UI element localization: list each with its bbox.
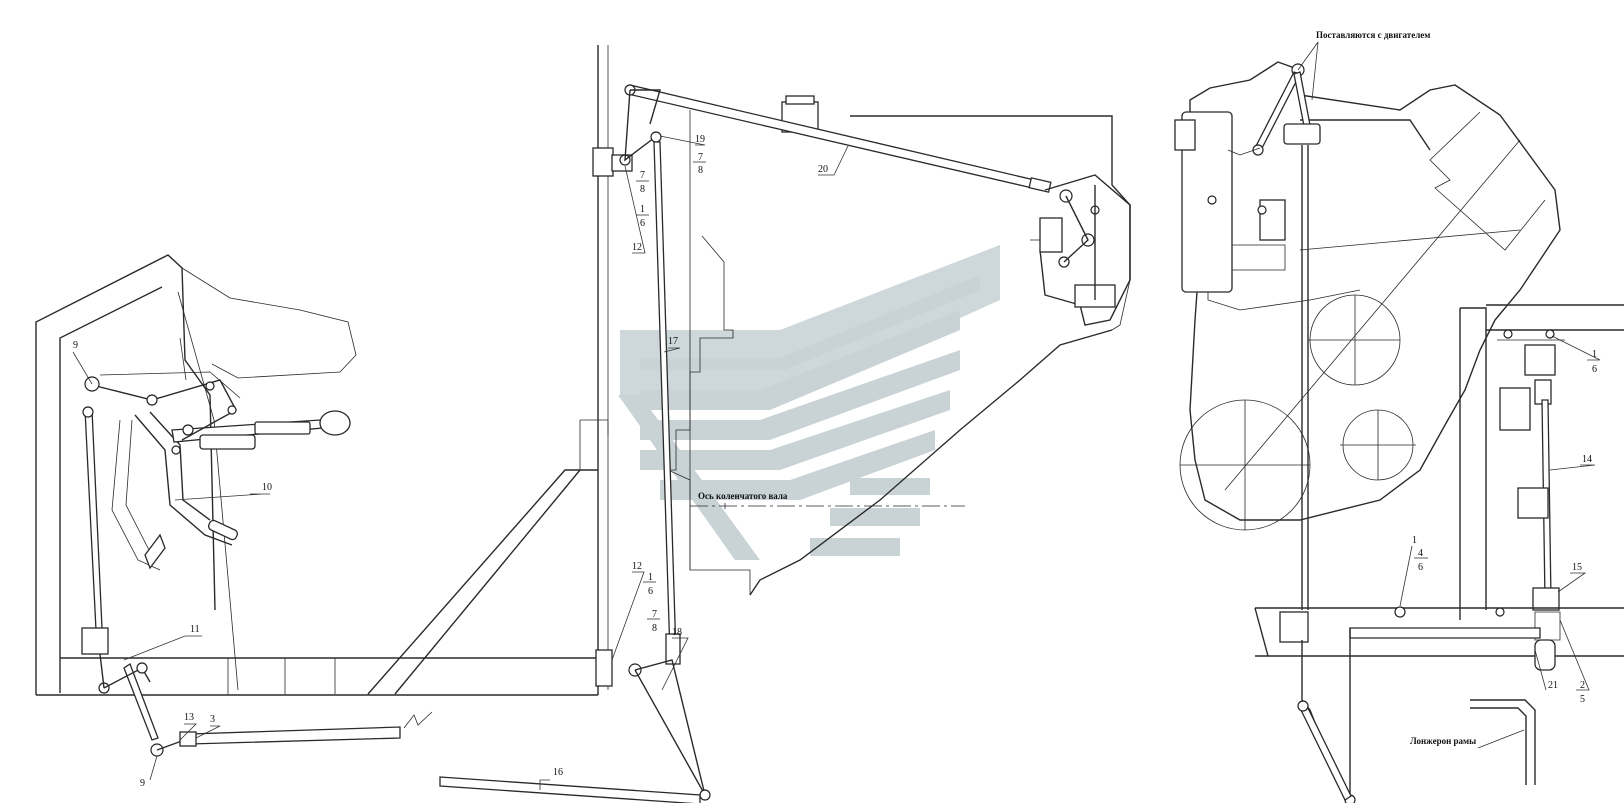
watermark-logo	[618, 245, 1000, 560]
callout-2: 2	[1580, 680, 1585, 691]
callout-11: 11	[190, 624, 200, 635]
callout-19: 19	[695, 134, 705, 145]
callout-1-upper: 1	[640, 204, 645, 215]
callout-8-upper-right: 8	[698, 165, 703, 176]
callout-5: 5	[1580, 694, 1585, 705]
callout-7-upper-left: 7	[640, 170, 645, 181]
callout-6-right: 6	[1592, 364, 1597, 375]
callout-9-top: 9	[73, 340, 78, 351]
callout-13: 13	[184, 712, 194, 723]
callout-6-upper: 6	[640, 218, 645, 229]
callout-20: 20	[818, 164, 828, 175]
callouts: 9 10 11 13 3 9 16 17 18 19 20 7 8 7 8 1 …	[72, 134, 1601, 790]
callout-1-lower: 1	[648, 572, 653, 583]
callout-8-lower: 8	[652, 623, 657, 634]
callout-12-upper: 12	[632, 242, 642, 253]
callout-14: 14	[1582, 454, 1592, 465]
callout-10: 10	[262, 482, 272, 493]
callout-7-upper-right: 7	[698, 152, 703, 163]
callout-8-upper-left: 8	[640, 184, 645, 195]
callout-18: 18	[672, 627, 682, 638]
callout-3: 3	[210, 714, 215, 725]
callout-6-frame: 6	[1418, 562, 1423, 573]
engine-side-view	[1174, 61, 1624, 803]
callout-16: 16	[553, 767, 563, 778]
callout-15: 15	[1572, 562, 1582, 573]
caption-frame-rail: Лонжерон рамы	[1410, 736, 1476, 746]
callout-1-frame: 1	[1412, 535, 1417, 546]
callout-1-right: 1	[1592, 349, 1597, 360]
caption-crankshaft-axis: Ось коленчатого вала	[698, 491, 788, 501]
callout-4-frame: 4	[1418, 548, 1423, 559]
callout-12-lower: 12	[632, 561, 642, 572]
callout-7-lower: 7	[652, 609, 657, 620]
caption-engine-supplied: Поставляются с двигателем	[1316, 30, 1430, 40]
callout-21: 21	[1548, 680, 1558, 691]
callout-6-lower: 6	[648, 586, 653, 597]
callout-9-bottom: 9	[140, 778, 145, 789]
cab-pedal-assembly	[35, 254, 598, 757]
gearbox-selector	[1030, 174, 1131, 326]
callout-17: 17	[668, 336, 678, 347]
